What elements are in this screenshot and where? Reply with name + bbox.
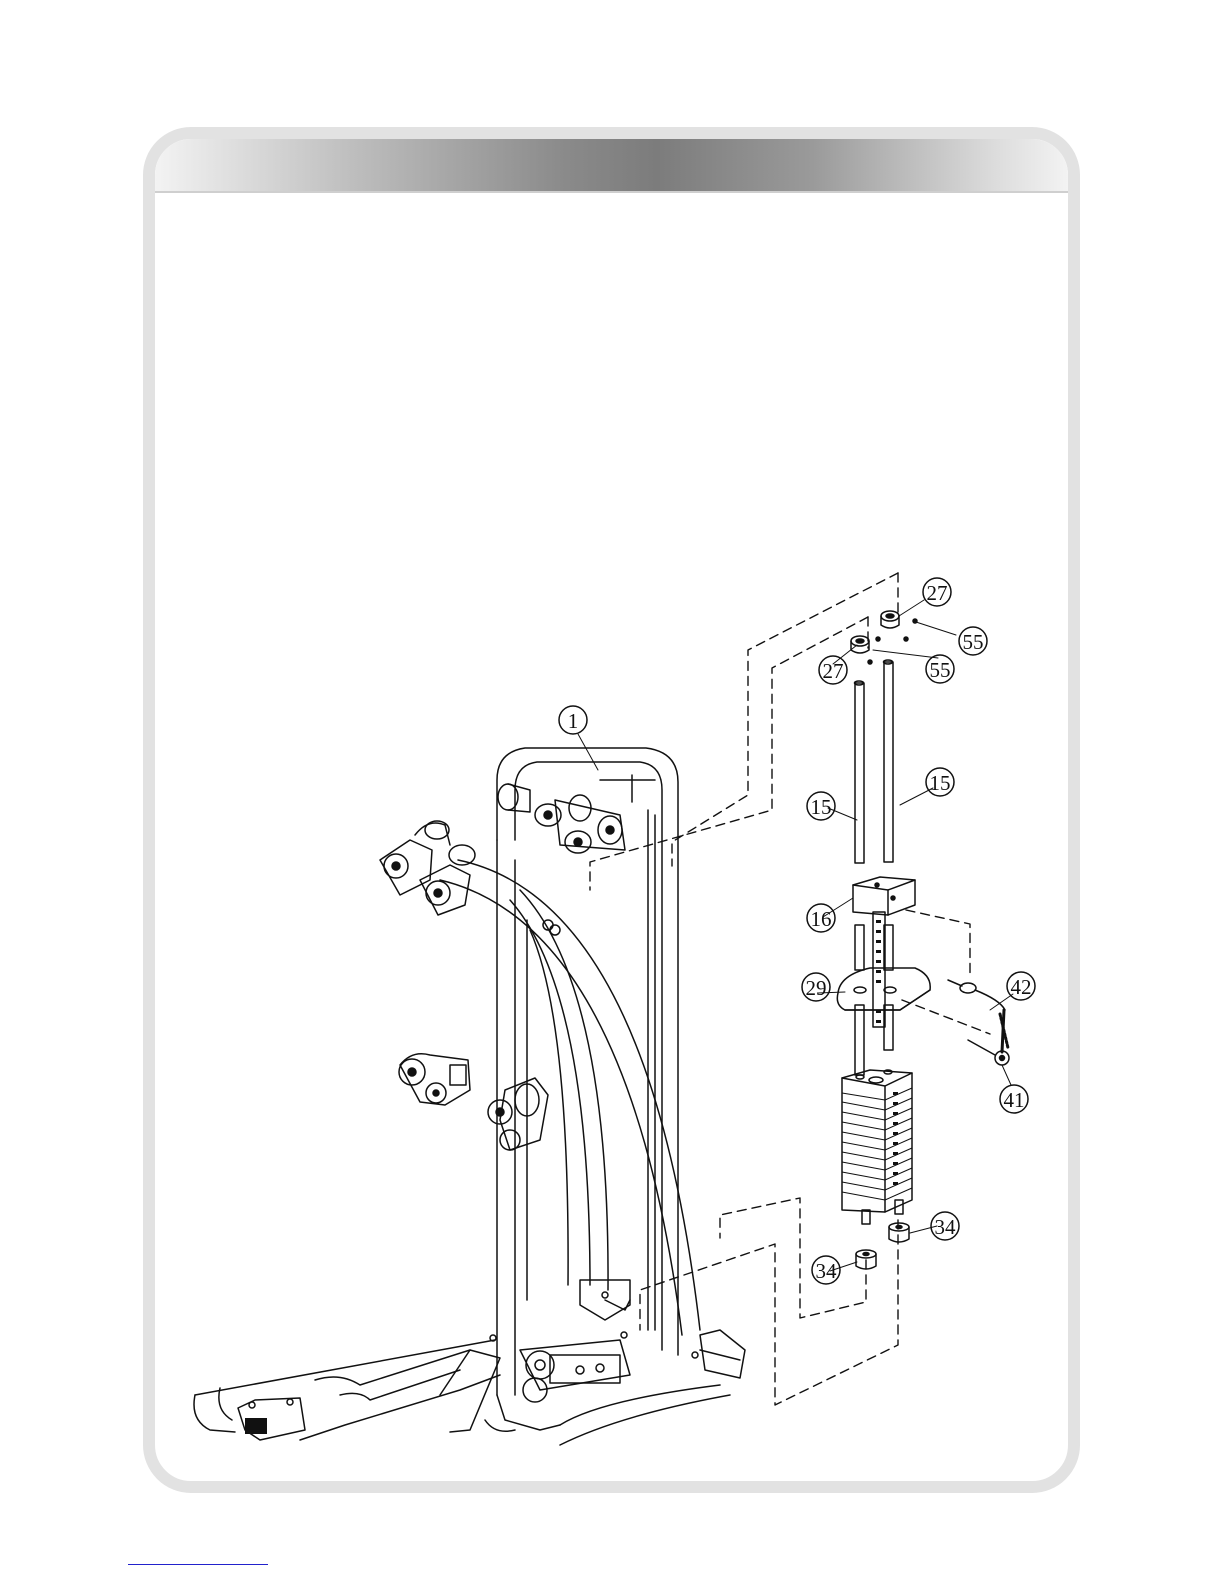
callout-29: 29: [802, 973, 830, 1001]
callout-1: 1: [559, 706, 587, 734]
callout-34-right: 34: [931, 1212, 959, 1240]
svg-text:27: 27: [823, 659, 844, 683]
svg-text:16: 16: [811, 907, 832, 931]
callout-16: 16: [807, 904, 835, 932]
callout-27-left: 27: [819, 656, 847, 684]
svg-text:29: 29: [806, 976, 827, 1000]
svg-text:15: 15: [811, 795, 832, 819]
footer-link-underline[interactable]: [128, 1564, 268, 1566]
callout-55-mid: 55: [926, 655, 954, 683]
top-plate: [837, 968, 930, 1010]
main-frame: [194, 748, 745, 1445]
svg-text:41: 41: [1004, 1088, 1025, 1112]
rubber-bumpers: [856, 1223, 909, 1269]
callout-15-left: 15: [807, 792, 835, 820]
svg-text:1: 1: [568, 709, 579, 733]
svg-text:15: 15: [930, 771, 951, 795]
callout-27-top: 27: [923, 578, 951, 606]
svg-text:42: 42: [1011, 975, 1032, 999]
callout-41: 41: [1000, 1085, 1028, 1113]
svg-text:55: 55: [930, 658, 951, 682]
svg-text:27: 27: [927, 581, 948, 605]
selector-block: [853, 877, 915, 915]
pulley-assemblies: [380, 784, 625, 1150]
callout-34-left: 34: [812, 1256, 840, 1284]
rod-caps: [851, 611, 917, 664]
weight-stack: [842, 1070, 912, 1224]
selector-pin: [948, 980, 1009, 1065]
svg-text:55: 55: [963, 630, 984, 654]
callout-42: 42: [1007, 972, 1035, 1000]
callout-55-top: 55: [959, 627, 987, 655]
callout-leaders: [578, 600, 1013, 1271]
svg-text:34: 34: [816, 1259, 838, 1283]
callout-15-right: 15: [926, 768, 954, 796]
svg-text:34: 34: [935, 1215, 957, 1239]
